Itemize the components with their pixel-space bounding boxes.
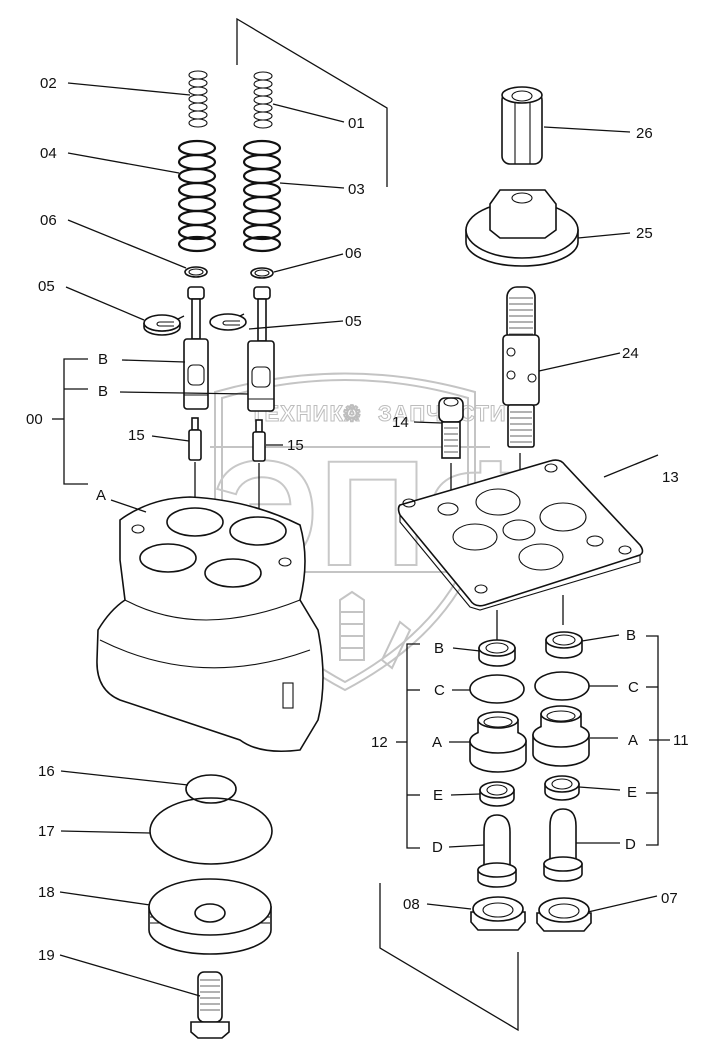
pin-15-right xyxy=(252,419,266,530)
coupling-nut-26 xyxy=(501,86,543,165)
callout-18: 18 xyxy=(38,884,55,901)
callout-06-right: 06 xyxy=(345,245,362,262)
callout-25: 25 xyxy=(636,225,653,242)
spring-01 xyxy=(253,71,273,129)
callout-11-B: B xyxy=(626,627,636,644)
seal-12-C xyxy=(469,674,525,704)
seal-12-E xyxy=(479,781,515,807)
callout-00-B-upper: B xyxy=(98,351,108,368)
ring-06-right xyxy=(250,267,274,279)
seal-11-D xyxy=(543,808,583,882)
callout-14: 14 xyxy=(392,414,409,431)
ring-06-left xyxy=(184,266,208,278)
callout-01: 01 xyxy=(348,115,365,132)
callout-26: 26 xyxy=(636,125,653,142)
callout-12-B: B xyxy=(434,640,444,657)
o-ring-16 xyxy=(185,774,237,804)
callout-15-right: 15 xyxy=(287,437,304,454)
callout-03: 03 xyxy=(348,181,365,198)
seal-11-C xyxy=(534,671,590,701)
spool-left xyxy=(183,286,209,410)
bolt-19 xyxy=(190,971,230,1039)
bracket-top xyxy=(236,17,388,187)
callout-00-B-lower: B xyxy=(98,383,108,400)
callout-12-E: E xyxy=(433,787,443,804)
callout-11-D: D xyxy=(625,836,636,853)
callout-07: 07 xyxy=(661,890,678,907)
callout-labels: 02 01 04 03 06 06 05 05 B B 00 A 15 15 1… xyxy=(26,75,689,964)
spool-right xyxy=(247,286,275,412)
callout-11: 11 xyxy=(673,732,689,749)
callout-05-left: 05 xyxy=(38,278,55,295)
seal-12-D xyxy=(477,814,517,888)
callout-00-A: A xyxy=(96,487,106,504)
seal-11-A xyxy=(532,705,590,767)
callout-12: 12 xyxy=(371,734,388,751)
seal-11-E xyxy=(544,775,580,801)
leader-lines xyxy=(52,82,670,997)
flange-nut-25 xyxy=(465,189,579,267)
callout-00: 00 xyxy=(26,411,43,428)
washer-05-right xyxy=(209,313,247,331)
callout-06-left: 06 xyxy=(40,212,57,229)
housing xyxy=(96,496,324,753)
spring-03 xyxy=(242,139,282,253)
callout-17: 17 xyxy=(38,823,55,840)
callout-05-right: 05 xyxy=(345,313,362,330)
callout-13: 13 xyxy=(662,469,679,486)
callout-11-A: A xyxy=(628,732,638,749)
callout-12-A: A xyxy=(432,734,442,751)
callout-11-C: C xyxy=(628,679,639,696)
callout-04: 04 xyxy=(40,145,57,162)
seal-12-B xyxy=(478,639,516,667)
callout-02: 02 xyxy=(40,75,57,92)
nut-07 xyxy=(536,897,592,932)
callout-16: 16 xyxy=(38,763,55,780)
washer-05-left xyxy=(143,314,181,336)
seal-12-A xyxy=(469,711,527,773)
plate-13 xyxy=(397,459,644,640)
watermark-gear-icon: ⚙ xyxy=(342,401,363,426)
callout-08: 08 xyxy=(403,896,420,913)
callout-15-left: 15 xyxy=(128,427,145,444)
socket-bolt-14 xyxy=(438,397,464,515)
callout-12-C: C xyxy=(434,682,445,699)
callout-24: 24 xyxy=(622,345,639,362)
plug-18 xyxy=(148,878,272,955)
spring-04 xyxy=(177,139,217,253)
callout-11-E: E xyxy=(627,784,637,801)
spring-02 xyxy=(188,70,208,128)
seal-11-B xyxy=(545,631,583,659)
bracket-bottom xyxy=(379,883,519,1032)
o-ring-17 xyxy=(149,797,273,865)
callout-19: 19 xyxy=(38,947,55,964)
nut-08 xyxy=(470,896,526,931)
callout-12-D: D xyxy=(432,839,443,856)
